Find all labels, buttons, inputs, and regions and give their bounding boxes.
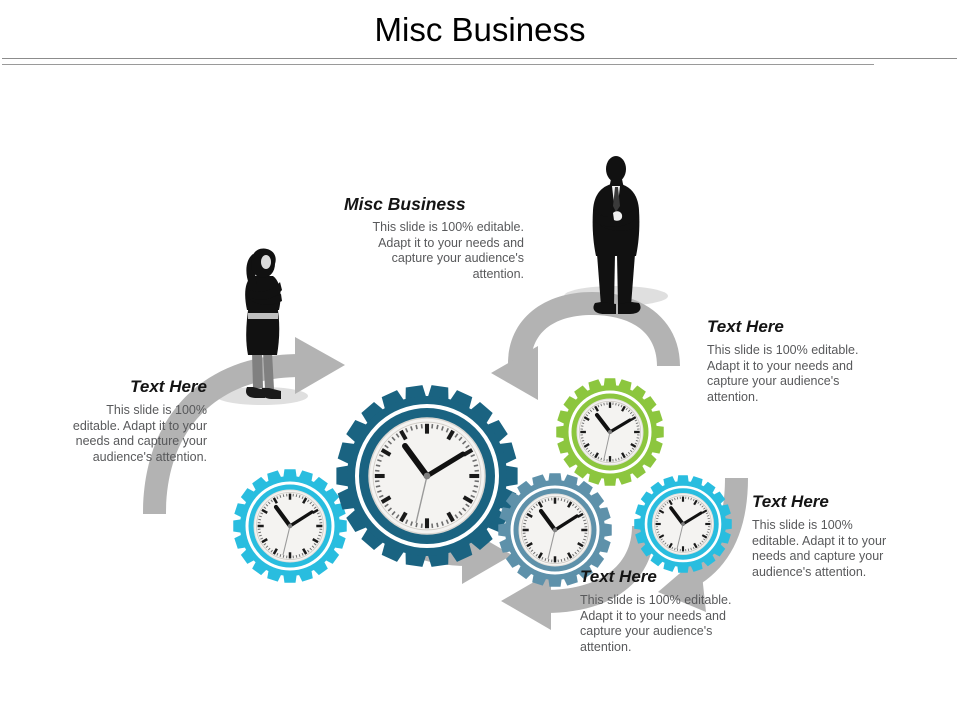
gear-clock-cyan-left — [233, 469, 347, 583]
callout-left-body: This slide is 100% editable. Adapt it to… — [72, 403, 207, 464]
clock-hands — [402, 443, 466, 524]
businesswoman-silhouette — [245, 248, 282, 399]
gear-clock-green — [556, 378, 664, 486]
callout-right-bottom-body: This slide is 100% editable. Adapt it to… — [752, 518, 887, 579]
diagram-canvas — [143, 156, 748, 630]
arrow-bottom-return — [501, 526, 655, 630]
businessman-silhouette — [592, 156, 641, 314]
callout-main-heading: Misc Business — [344, 194, 466, 214]
arrow-left-to-center — [143, 337, 345, 514]
clock-hands — [669, 506, 703, 550]
callout-main: Misc Business This slide is 100% editabl… — [344, 193, 524, 282]
gear-clock-cyan-right — [634, 475, 732, 573]
clock-hands — [595, 413, 632, 460]
callout-main-body: This slide is 100% editable. Adapt it to… — [372, 220, 524, 281]
callout-bottom-body: This slide is 100% editable. Adapt it to… — [580, 593, 732, 654]
clock-ticks — [654, 495, 712, 553]
arrow-above-green-gear — [491, 292, 680, 400]
callout-right-top-body: This slide is 100% editable. Adapt it to… — [707, 343, 859, 404]
callout-left: Text Here This slide is 100% editable. A… — [62, 376, 207, 465]
clock-hands — [273, 504, 314, 556]
header-divider-secondary — [2, 64, 874, 65]
callout-bottom: Text Here This slide is 100% editable. A… — [580, 566, 735, 655]
callout-left-heading: Text Here — [130, 377, 207, 396]
header-divider-primary — [2, 58, 957, 59]
slide-header: Misc Business — [0, 0, 960, 66]
callout-bottom-heading: Text Here — [580, 567, 657, 586]
gear-clock-steel-blue — [498, 473, 612, 587]
clock-ticks — [578, 400, 642, 464]
callout-right-top-heading: Text Here — [707, 317, 784, 336]
callout-right-bottom-heading: Text Here — [752, 492, 829, 511]
callout-right-top: Text Here This slide is 100% editable. A… — [707, 316, 859, 405]
page-title: Misc Business — [374, 11, 586, 48]
callout-right-bottom: Text Here This slide is 100% editable. A… — [752, 491, 902, 580]
gear-cycle-diagram: Misc Business This slide is 100% editabl… — [0, 66, 960, 720]
gear-clock-center-large — [336, 385, 518, 567]
clock-hands — [538, 508, 579, 560]
